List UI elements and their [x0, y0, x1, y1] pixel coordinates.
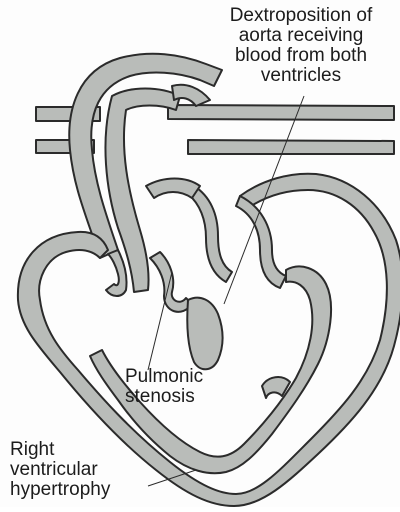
aortic-valve-leaflet-right	[236, 196, 286, 288]
aortic-valve-leaflet-left	[188, 186, 232, 282]
aorta-dextroposition-label: Dextroposition of aorta receiving blood …	[212, 6, 390, 86]
pulmonic-leader-line	[148, 272, 172, 370]
right-ventricular-hypertrophy-label: Right ventricular hypertrophy	[10, 440, 110, 500]
pulmonic-valve-left	[106, 250, 127, 296]
septal-defect-tongue	[187, 298, 222, 370]
aortic-arch	[69, 54, 222, 258]
pulmonic-stenosis-label: Pulmonic stenosis	[125, 367, 203, 407]
pulmonary-artery-right-upper	[168, 105, 394, 120]
pulmonic-valve-right	[150, 252, 192, 312]
pulmonary-artery-right-lower	[188, 140, 394, 154]
aortic-root	[146, 179, 200, 199]
